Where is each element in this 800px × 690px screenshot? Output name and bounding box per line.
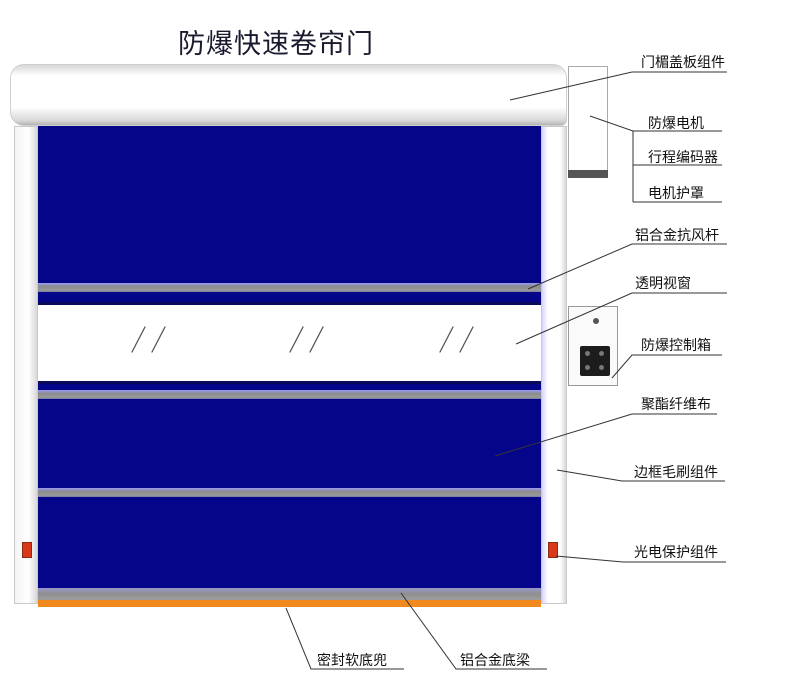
control-button — [599, 365, 604, 370]
label-motor: 防爆电机 — [648, 116, 704, 132]
motor-housing-base — [568, 170, 608, 178]
control-panel-buttons — [580, 346, 610, 376]
control-button — [599, 351, 604, 356]
control-button — [585, 365, 590, 370]
curtain-panel-top — [38, 126, 541, 283]
photo-sensor-left — [22, 542, 32, 558]
wind-bar — [38, 488, 541, 497]
transparent-window — [38, 302, 541, 384]
bottom-beam — [38, 588, 541, 600]
control-button — [585, 351, 590, 356]
curtain-strip — [38, 384, 541, 394]
diagram-title: 防爆快速卷帘门 — [178, 29, 374, 60]
label-bottom-seal: 密封软底兜 — [317, 653, 387, 669]
lintel-cover — [10, 64, 567, 126]
label-bottom-beam: 铝合金底梁 — [460, 653, 530, 669]
left-frame-post — [14, 126, 38, 604]
bottom-seal — [38, 600, 541, 607]
label-photo-sensor: 光电保护组件 — [634, 545, 718, 561]
right-frame-post — [541, 126, 567, 604]
curtain-strip — [38, 292, 541, 302]
wind-bar — [38, 283, 541, 292]
label-encoder: 行程编码器 — [648, 150, 718, 166]
curtain-panel-mid — [38, 399, 541, 488]
label-frame-brush: 边框毛刷组件 — [634, 465, 718, 481]
label-fabric: 聚酯纤维布 — [641, 397, 711, 413]
label-wind-bar: 铝合金抗风杆 — [635, 228, 719, 244]
control-box-indicator — [593, 318, 599, 324]
label-motor-cover: 电机护罩 — [648, 186, 704, 202]
wind-bar — [38, 390, 541, 399]
photo-sensor-right — [548, 542, 558, 558]
label-window: 透明视窗 — [635, 276, 691, 292]
label-control-box: 防爆控制箱 — [641, 338, 711, 354]
curtain-panel-bottom — [38, 497, 541, 588]
label-lintel-cover: 门楣盖板组件 — [641, 55, 725, 71]
